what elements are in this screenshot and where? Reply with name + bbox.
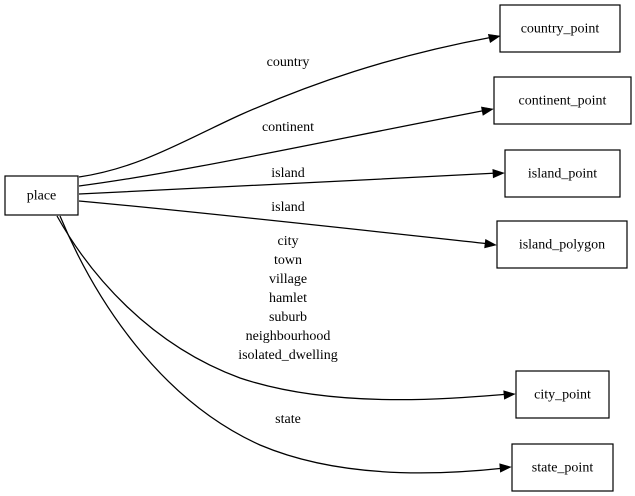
edge-country-label-line: country (267, 55, 310, 70)
node-island_point[interactable]: island_point (504, 149, 621, 198)
edge-city-point-label-line: hamlet (269, 291, 307, 306)
node-label-continent_point: continent_point (519, 94, 607, 109)
node-box-state_point (511, 443, 614, 492)
node-island_polygon[interactable]: island_polygon (496, 220, 628, 269)
node-box-place (4, 175, 79, 216)
node-box-continent_point (493, 76, 632, 125)
edge-continent-label: continent (262, 120, 314, 135)
edge-city-point-label-line: city (278, 234, 299, 249)
edge-country-arrowhead-icon (487, 34, 501, 44)
node-label-city_point: city_point (534, 388, 591, 403)
edge-island-point-label: island (271, 166, 304, 181)
edge-city-point-label-line: neighbourhood (246, 329, 331, 344)
edge-city-point-label: city town village hamlet suburb neighbourhood… (238, 234, 338, 363)
edge-country[interactable] (78, 32, 501, 178)
edge-island-point-label-line: island (271, 166, 304, 181)
node-state_point[interactable]: state_point (511, 443, 614, 492)
edge-labels-layer: country continent island island city town vill… (238, 55, 338, 427)
edge-island-point-arrowhead-icon (492, 168, 505, 179)
nodes-layer: place country_point continent_point island_… (4, 4, 632, 492)
edge-state-point-label-line: state (275, 412, 301, 427)
edge-island-polygon-label: island (271, 200, 304, 215)
edge-continent-line (78, 109, 488, 187)
node-label-state_point: state_point (532, 461, 594, 476)
edge-state-point-label: state (275, 412, 301, 427)
edge-continent-label-line: continent (262, 120, 314, 135)
edge-island-polygon-label-line: island (271, 200, 304, 215)
node-label-place: place (27, 189, 57, 204)
edge-continent[interactable] (78, 105, 494, 187)
edge-city-point-label-line: village (269, 272, 307, 287)
edge-city-point-label-line: town (274, 253, 302, 268)
edge-island-polygon-line (78, 200, 491, 245)
edge-continent-arrowhead-icon (481, 106, 494, 116)
edge-island-polygon[interactable] (78, 200, 497, 249)
edge-city-point-arrowhead-icon (503, 390, 516, 400)
edge-city-point[interactable] (56, 215, 516, 401)
edge-state-point-line (59, 215, 506, 474)
node-box-country_point (499, 4, 621, 53)
edge-island-polygon-arrowhead-icon (484, 239, 497, 249)
node-label-island_polygon: island_polygon (519, 238, 605, 253)
node-label-country_point: country_point (521, 22, 600, 37)
node-box-city_point (515, 370, 610, 419)
node-country_point[interactable]: country_point (499, 4, 621, 53)
node-label-island_point: island_point (528, 167, 597, 182)
edge-city-point-label-line: isolated_dwelling (238, 348, 338, 363)
edge-state-point-arrowhead-icon (499, 463, 512, 473)
edge-city-point-line (56, 215, 510, 401)
edge-island-point[interactable] (78, 168, 505, 195)
edge-country-line (78, 36, 494, 178)
node-place[interactable]: place (4, 175, 79, 216)
edge-state-point[interactable] (59, 215, 512, 474)
edge-city-point-label-line: suburb (269, 310, 307, 325)
edge-island-point-line (78, 172, 499, 195)
node-box-island_point (504, 149, 621, 198)
node-continent_point[interactable]: continent_point (493, 76, 632, 125)
edges-layer (56, 32, 516, 474)
edge-country-label: country (267, 55, 310, 70)
node-city_point[interactable]: city_point (515, 370, 610, 419)
node-box-island_polygon (496, 220, 628, 269)
